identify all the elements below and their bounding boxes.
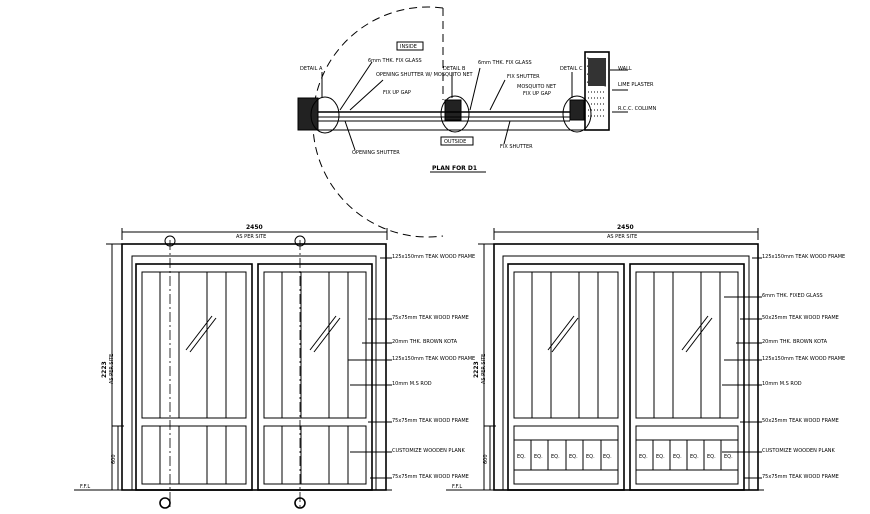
elevation-left: 2450 AS PER SITE <box>74 224 475 509</box>
left-outer-frame <box>121 243 387 491</box>
left-inner-frame <box>131 255 377 491</box>
left-ffl: F.F.L <box>80 484 90 490</box>
left-note-1: 125x150mm TEAK WOOD FRAME <box>392 254 475 260</box>
plan-leaders <box>321 61 628 151</box>
right-ffl: F.F.L <box>452 484 462 490</box>
left-shutter-1 <box>135 263 253 491</box>
left-note-7: CUSTOMIZE WOODEN PLANK <box>392 448 466 454</box>
left-width-note: AS PER SITE <box>236 234 266 240</box>
right-bars <box>514 272 738 471</box>
label-detail-b: DETAIL B <box>443 66 466 72</box>
note-fix-up-gap-2: FIX UP GAP <box>523 91 551 97</box>
left-note-6: 75x75mm TEAK WOOD FRAME <box>392 418 469 424</box>
right-note-leaders <box>722 257 762 479</box>
eq-label: EQ. <box>534 454 543 460</box>
note-opening-shutter-bottom: OPENING SHUTTER <box>352 150 400 156</box>
left-bars <box>159 272 349 484</box>
left-hinge-marker-bot-2 <box>294 497 306 509</box>
note-rcc-column: R.C.C. COLUMN <box>618 106 657 112</box>
right-note-9: 75x75mm TEAK WOOD FRAME <box>762 474 839 480</box>
detail-b-circle <box>440 95 470 133</box>
door-swing-arc <box>312 6 444 238</box>
left-height-note: AS PER SITE <box>109 354 115 384</box>
right-eq-labels: EQ. EQ. EQ. EQ. EQ. EQ. EQ. EQ. EQ. EQ. … <box>517 454 733 460</box>
plan-title: PLAN FOR D1 <box>432 165 477 172</box>
label-inside-box <box>396 41 424 51</box>
left-hinge-marker-bot-1 <box>159 497 171 509</box>
left-note-2: 75x75mm TEAK WOOD FRAME <box>392 315 469 321</box>
eq-label: EQ. <box>586 454 595 460</box>
left-sill-dim: 600 <box>111 454 117 464</box>
label-outside: OUTSIDE <box>444 139 466 145</box>
right-note-4: 20mm THK. BROWN KOTA <box>762 339 828 345</box>
left-height-dim: 2223 <box>101 361 108 378</box>
column-fill <box>588 58 606 86</box>
right-sill-dim: 600 <box>483 454 489 464</box>
right-note-1: 125x150mm TEAK WOOD FRAME <box>762 254 845 260</box>
detail-a-circle <box>310 96 340 134</box>
right-width-dim: 2450 <box>617 224 634 231</box>
right-note-3: 50x25mm TEAK WOOD FRAME <box>762 315 839 321</box>
left-hinge-marker-top-2 <box>294 235 306 247</box>
eq-label: EQ. <box>707 454 716 460</box>
left-shutter-2 <box>257 263 373 491</box>
note-fix-glass-2: 6mm THK. FIX GLASS <box>478 60 532 66</box>
note-wall: WALL <box>618 66 632 72</box>
wall-right <box>569 99 585 121</box>
label-inside: INSIDE <box>400 44 417 50</box>
note-mosquito-net: MOSQUITO NET <box>517 84 557 90</box>
eq-label: EQ. <box>656 454 665 460</box>
right-glass-hatch <box>547 315 713 353</box>
left-note-4: 125x150mm TEAK WOOD FRAME <box>392 356 475 362</box>
eq-label: EQ. <box>724 454 733 460</box>
plan-view: INSIDE OUTSIDE DETAIL A DETAIL B DETAIL … <box>297 6 657 238</box>
eq-label: EQ. <box>639 454 648 460</box>
label-detail-a: DETAIL A <box>300 66 323 72</box>
left-glass-hatch <box>185 315 341 353</box>
eq-label: EQ. <box>673 454 682 460</box>
right-note-6: 10mm M.S ROD <box>762 381 802 387</box>
note-fix-shutter-1: FIX SHUTTER <box>507 74 540 80</box>
note-fix-up-gap-1: FIX UP GAP <box>383 90 411 96</box>
eq-label: EQ. <box>551 454 560 460</box>
right-height-note: AS PER SITE <box>481 354 487 384</box>
right-note-7: 50x25mm TEAK WOOD FRAME <box>762 418 839 424</box>
right-note-8: CUSTOMIZE WOODEN PLANK <box>762 448 836 454</box>
detail-c-circle <box>562 95 592 133</box>
note-lime-plaster: LIME PLASTER <box>618 82 654 88</box>
note-opening-shutter: OPENING SHUTTER W/ MOSQUITO NET <box>376 72 474 78</box>
label-detail-c: DETAIL C <box>560 66 583 72</box>
right-notes: 125x150mm TEAK WOOD FRAME 6mm THK. FIXED… <box>762 254 845 480</box>
wall-mid <box>444 99 462 121</box>
elevation-right: 2450 AS PER SITE EQ. EQ. EQ. <box>446 224 845 491</box>
note-fix-shutter-bottom: FIX SHUTTER <box>500 144 533 150</box>
right-note-5: 125x150mm TEAK WOOD FRAME <box>762 356 845 362</box>
plaster-stipple <box>588 91 606 117</box>
eq-label: EQ. <box>690 454 699 460</box>
eq-label: EQ. <box>603 454 612 460</box>
left-notes: 125x150mm TEAK WOOD FRAME 75x75mm TEAK W… <box>392 254 475 480</box>
eq-label: EQ. <box>569 454 578 460</box>
label-outside-box <box>440 136 474 146</box>
left-hinge-marker-top-1 <box>164 235 176 247</box>
eq-label: EQ. <box>517 454 526 460</box>
left-width-dim: 2450 <box>246 224 263 231</box>
note-fix-glass-1: 6mm THK. FIX GLASS <box>368 58 422 64</box>
left-note-3: 20mm THK. BROWN KOTA <box>392 339 458 345</box>
right-height-dim: 2223 <box>473 361 480 378</box>
right-note-2: 6mm THK. FIXED GLASS <box>762 293 823 299</box>
left-note-5: 10mm M.S ROD <box>392 381 432 387</box>
left-note-8: 75x75mm TEAK WOOD FRAME <box>392 474 469 480</box>
left-note-leaders <box>348 257 392 479</box>
right-width-note: AS PER SITE <box>607 234 637 240</box>
